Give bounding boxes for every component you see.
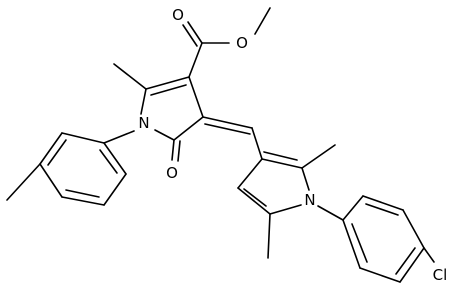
bond-cester-o-double: [187, 21, 203, 44]
bond-cph-4-double: [395, 247, 416, 275]
bond-n1-c2: [140, 88, 147, 115]
bond-c2-methyl: [113, 63, 147, 90]
bond-pyr-n-c5: [269, 204, 302, 215]
bond-c5-o-double: [177, 140, 181, 162]
bond-tol-4-double: [65, 189, 100, 198]
bond-pyr-c2-methyl: [301, 144, 336, 169]
bond-cester-o-double-2: [182, 24, 198, 47]
bond-cph-6-double: [351, 223, 368, 263]
bond-tol-3: [39, 163, 63, 198]
atom-labels: O O N O N Cl: [138, 6, 447, 284]
bond-n-cphen: [317, 205, 344, 221]
bond-pyr-c5-c4: [237, 187, 271, 215]
bond-cph-2-double: [365, 203, 399, 216]
bond-c2-c3-double: [150, 84, 187, 96]
bond-ch-c3p: [251, 127, 263, 160]
atom-o-carbonyl-ester: O: [172, 6, 184, 24]
atom-cl: Cl: [433, 266, 448, 284]
bond-tol-2: [39, 132, 63, 165]
bond-tol-1: [61, 132, 105, 144]
bond-tol-4: [61, 196, 105, 206]
bond-cph-5: [359, 267, 401, 283]
bond-c2-c3: [145, 76, 190, 90]
bond-c4-ch: [202, 116, 253, 129]
bond-cph-2: [362, 195, 404, 211]
bond-tol-5: [103, 173, 127, 206]
bond-pyr-c2-n: [301, 167, 310, 191]
bond-cph-1: [342, 195, 364, 221]
atom-n-pyrrolinone: N: [138, 114, 149, 132]
bond-o-methyl: [254, 7, 271, 35]
bond-c4-c5: [173, 116, 204, 141]
bond-tol-2-double: [47, 139, 67, 166]
bonds: [6, 7, 435, 283]
atom-o-lactam: O: [166, 164, 178, 182]
bond-c5-n1: [154, 129, 175, 141]
bond-cph-4: [399, 247, 425, 283]
bond-c4-ch-double: [204, 123, 251, 135]
bond-c3-cester: [188, 42, 203, 78]
bond-tol-6: [103, 142, 127, 175]
bond-pyr-c3-c2: [261, 158, 303, 169]
bond-pyr-c4-c3: [237, 158, 263, 189]
bond-c3-c4: [188, 76, 204, 118]
bond-pyr-c5-methyl: [267, 213, 271, 259]
bond-c5-o: [171, 139, 175, 161]
bond-cph-6: [342, 219, 361, 269]
bond-pyr-c2-double: [263, 151, 298, 161]
bond-cph-cl: [423, 247, 435, 263]
bond-pyr-c5-c4-double: [243, 188, 267, 207]
bond-cph-3: [402, 209, 425, 249]
atom-n-pyrrole: N: [304, 191, 315, 209]
bond-n1-ctol: [103, 130, 135, 144]
bond-tol-6-double: [99, 149, 118, 174]
atom-o-ester: O: [236, 34, 248, 52]
bond-tol-methyl: [6, 163, 41, 201]
